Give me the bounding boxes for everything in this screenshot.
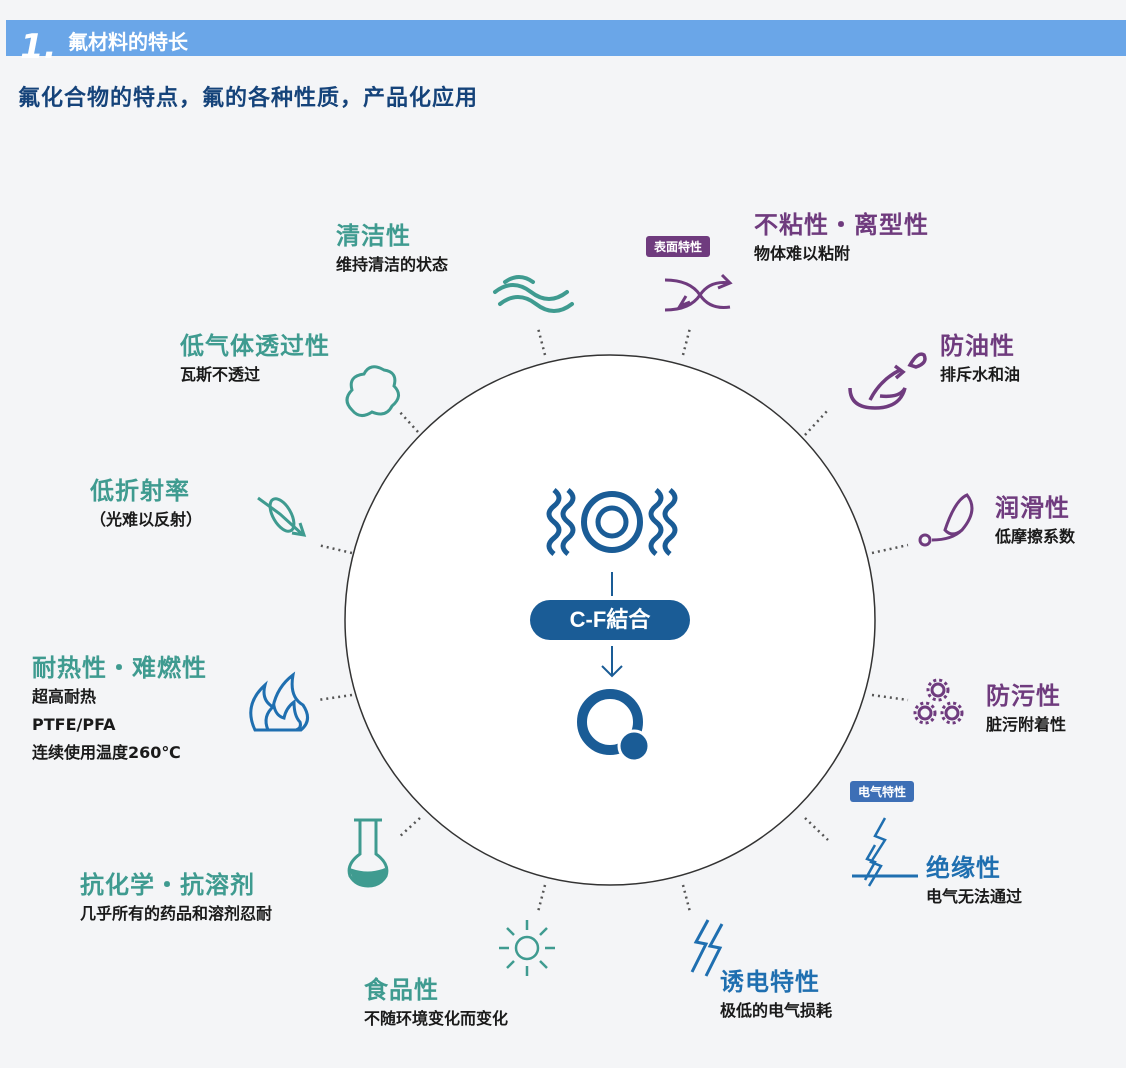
property-desc: 维持清洁的状态 bbox=[336, 255, 449, 274]
property-title: 低气体透过性 bbox=[180, 332, 330, 360]
property-title: 防污性 bbox=[986, 682, 1061, 710]
property-desc: 几乎所有的药品和溶剂忍耐 bbox=[80, 904, 273, 923]
property-desc: PTFE/PFA bbox=[32, 715, 116, 734]
section-number: 1. bbox=[20, 27, 57, 67]
property-lubric: 润滑性 低摩擦系数 bbox=[995, 488, 1075, 551]
property-desc: 排斥水和油 bbox=[940, 365, 1021, 384]
property-dielec: 诱电特性 极低的电气损耗 bbox=[720, 962, 832, 1025]
section-header-bar: 1. 氟材料的特长 bbox=[6, 20, 1126, 64]
property-title: 食品性 bbox=[364, 976, 439, 1004]
property-clean: 清洁性 维持清洁的状态 bbox=[336, 216, 448, 279]
property-gas: 低气体透过性 瓦斯不透过 bbox=[180, 326, 330, 389]
property-desc: 物体难以粘附 bbox=[754, 244, 851, 263]
property-desc: 瓦斯不透过 bbox=[180, 365, 261, 384]
property-heat: 耐热性・难燃性 超高耐热 PTFE/PFA 连续使用温度260℃ bbox=[32, 648, 207, 767]
sun-icon bbox=[499, 920, 555, 976]
lubric-icon bbox=[918, 493, 974, 547]
gears-icon bbox=[913, 678, 964, 725]
wave-icon bbox=[493, 275, 574, 313]
property-oil: 防油性 排斥水和油 bbox=[940, 326, 1020, 389]
property-chem: 抗化学・抗溶剂 几乎所有的药品和溶剂忍耐 bbox=[80, 865, 272, 928]
electrical-property-tag: 电气特性 bbox=[850, 781, 915, 802]
flame-icon bbox=[249, 671, 309, 732]
section-title: 氟材料的特长 bbox=[68, 30, 188, 54]
oil-drop-icon bbox=[848, 352, 927, 410]
property-desc: 脏污附着性 bbox=[986, 715, 1067, 734]
property-stain: 防污性 脏污附着性 bbox=[986, 676, 1066, 739]
property-title: 润滑性 bbox=[995, 494, 1070, 522]
property-insul: 绝缘性 电气无法通过 bbox=[926, 848, 1022, 911]
property-desc: 连续使用温度260℃ bbox=[32, 743, 181, 762]
molecule-icon bbox=[546, 488, 678, 556]
dielectric-lightning-icon bbox=[690, 919, 724, 977]
crossing-arrows-icon bbox=[664, 273, 733, 312]
page-subtitle: 氟化合物的特点，氟的各种性质，产品化应用 bbox=[18, 86, 479, 111]
property-title: 耐热性・难燃性 bbox=[32, 654, 207, 682]
surface-property-tag: 表面特性 bbox=[646, 236, 711, 257]
property-title: 抗化学・抗溶剂 bbox=[80, 871, 255, 899]
property-nonstick: 不粘性・离型性 物体难以粘附 bbox=[754, 205, 929, 268]
gas-cloud-icon bbox=[345, 365, 400, 417]
property-title: 防油性 bbox=[940, 332, 1015, 360]
down-arrow-icon bbox=[601, 646, 623, 678]
property-food: 食品性 不随环境变化而变化 bbox=[364, 970, 508, 1033]
refraction-icon bbox=[257, 496, 307, 537]
property-refraction: 低折射率 （光难以反射） bbox=[90, 471, 202, 534]
property-desc: 不随环境变化而变化 bbox=[364, 1009, 509, 1028]
property-desc: 极低的电气损耗 bbox=[720, 1001, 833, 1020]
flask-icon bbox=[347, 818, 389, 888]
property-title: 诱电特性 bbox=[720, 968, 820, 996]
property-title: 低折射率 bbox=[90, 477, 190, 505]
connector-lines bbox=[317, 327, 909, 913]
insulation-lightning-icon bbox=[852, 817, 918, 887]
property-desc: （光难以反射） bbox=[90, 510, 203, 529]
property-title: 清洁性 bbox=[336, 222, 411, 250]
fluorine-atom-icon bbox=[577, 689, 651, 763]
property-desc: 电气无法通过 bbox=[926, 887, 1023, 906]
property-desc: 超高耐热 bbox=[32, 687, 97, 706]
property-title: 绝缘性 bbox=[926, 854, 1001, 882]
property-title: 不粘性・离型性 bbox=[754, 211, 929, 239]
property-desc: 低摩擦系数 bbox=[995, 527, 1076, 546]
cf-bond-badge: C-F結合 bbox=[530, 600, 690, 640]
